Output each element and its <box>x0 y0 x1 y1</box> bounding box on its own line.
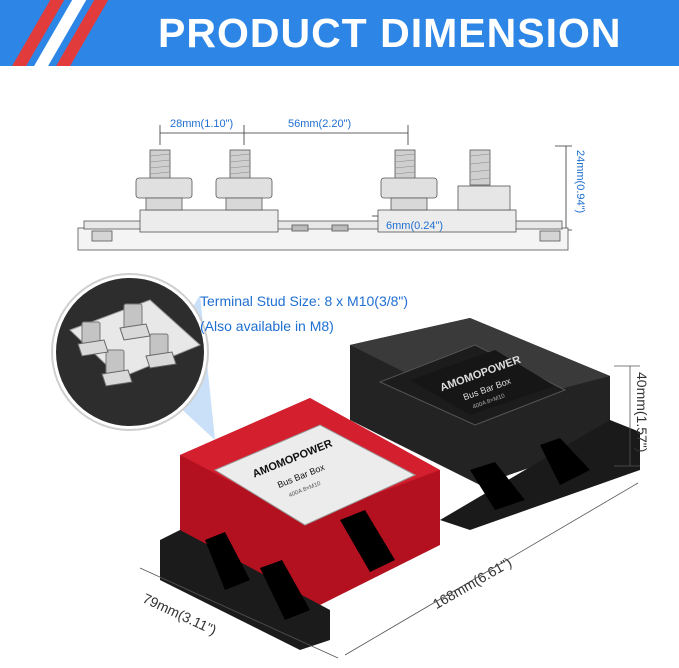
terminal-stud-size: Terminal Stud Size: 8 x M10(3/8") <box>200 293 409 309</box>
availability-note: (Also available in M8) <box>200 318 334 334</box>
black-bus-bar-box <box>350 318 640 530</box>
base-thickness-label: 6mm(0.24") <box>386 220 444 232</box>
page-title: PRODUCT DIMENSION <box>158 10 622 56</box>
height-label: 24mm(0.94") <box>574 150 586 214</box>
height-dimension-label: 40mm(1.57") <box>634 372 650 453</box>
center-spacing-label: 56mm(2.20") <box>288 118 352 130</box>
red-bus-bar-box <box>160 398 440 650</box>
header-banner: PRODUCT DIMENSION <box>0 0 679 66</box>
stud-spacing-label: 28mm(1.10") <box>170 118 234 130</box>
